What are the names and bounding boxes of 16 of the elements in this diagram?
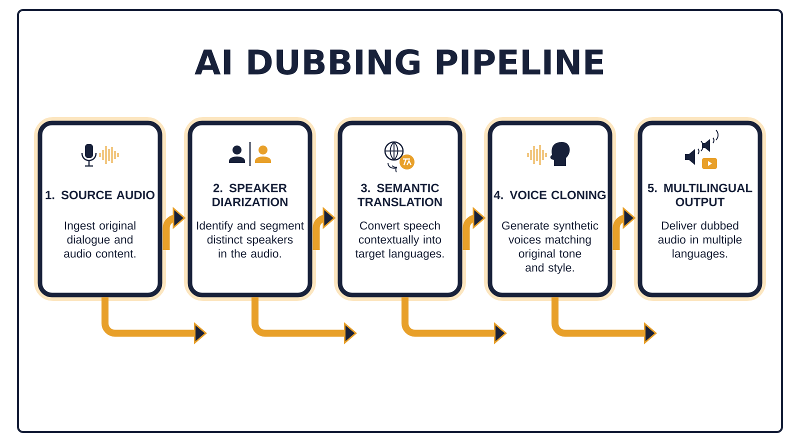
card-description: Convert speech contextually into target languages. xyxy=(355,221,444,260)
card-description: Identify and segment distinct speakers in the audio. xyxy=(197,221,304,258)
card-heading: 3. SEMANTIC TRANSLATION xyxy=(358,184,442,206)
card-heading: 1. SOURCE AUDIO xyxy=(46,190,154,200)
process-card xyxy=(334,117,466,301)
card-heading: 2. SPEAKER DIARIZATION xyxy=(212,184,288,206)
card-description: Deliver dubbed audio in multiple languages. xyxy=(658,221,742,260)
title: AI DUBBING PIPELINE xyxy=(194,49,603,75)
card-heading: 4. VOICE CLONING xyxy=(494,190,606,200)
process-card xyxy=(34,117,166,301)
card-description: Ingest original dialogue and audio content. xyxy=(64,221,136,258)
process-card xyxy=(184,117,316,301)
process-card xyxy=(634,117,766,301)
process-card xyxy=(484,117,616,301)
card-description: Generate synthetic voices matching original tone and style. xyxy=(502,221,598,274)
card-heading: 5. MULTILINGUAL OUTPUT xyxy=(648,184,752,206)
